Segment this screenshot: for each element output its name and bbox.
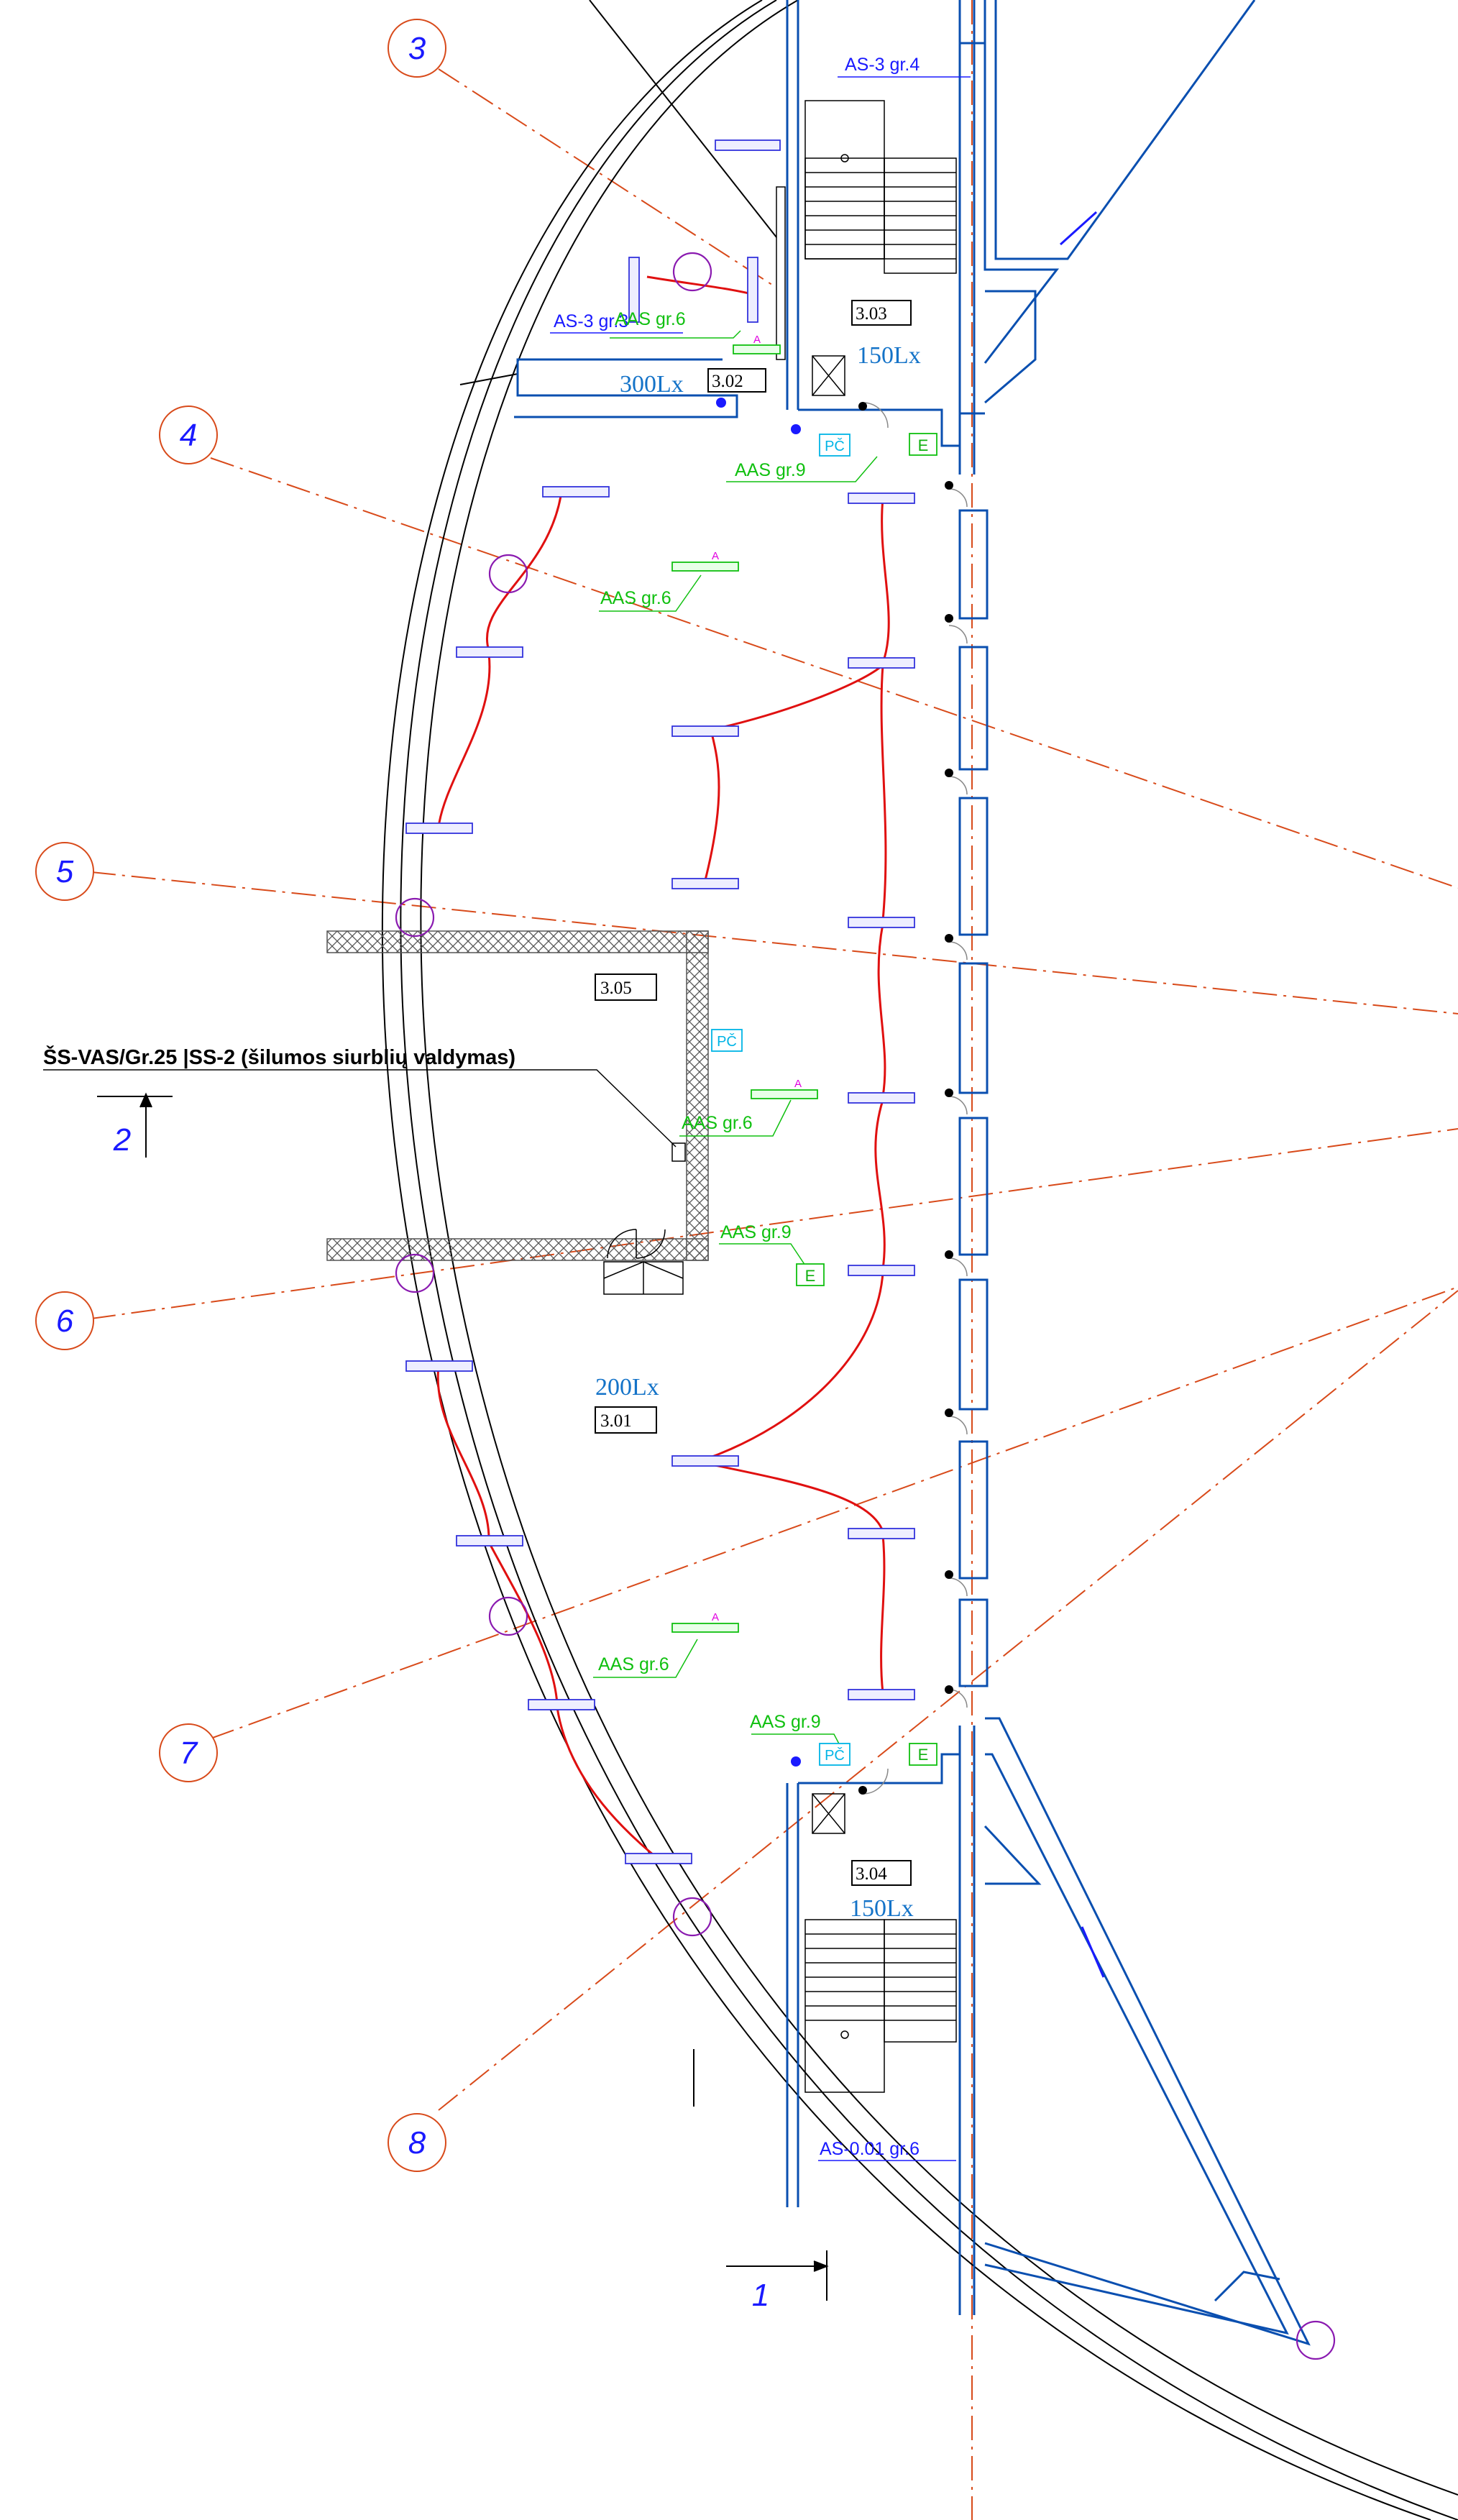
label-aas6-mid: AAS gr.6 [682,1113,753,1133]
label-aas6-lower: AAS gr.6 [598,1654,669,1674]
room-302-number: 3.02 [712,372,743,391]
lux-302: 300Lx [620,371,684,398]
pump-leader [43,1069,677,1147]
axis-8-label: 8 [408,2125,426,2161]
label-as001-gr6: AS-0.01 gr.6 [820,2139,920,2159]
lux-304: 150Lx [850,1895,914,1922]
bottom-stairs [804,1793,957,2093]
blue-outlets [716,398,801,1767]
e-marker-mid: E [805,1267,816,1285]
pc-marker-bottom: PČ [825,1747,845,1764]
emergency-fixtures [671,344,818,1633]
section-mark-1 [726,2250,829,2301]
leader-lines [593,330,878,1762]
a-marker-1: A [753,334,761,346]
axis-3-label: 3 [408,31,426,66]
label-aas9-bottom: AAS gr.9 [750,1712,821,1732]
pump-control-note: ŠS-VAS/Gr.25 |SS-2 (šilumos siurblių val… [43,1045,515,1069]
room-label-boxes [595,300,912,1886]
room-305-number: 3.05 [600,979,632,998]
axis-6-label: 6 [56,1303,74,1339]
section-1-label: 1 [752,2278,769,2313]
lux-301: 200Lx [595,1374,659,1401]
section-2-label: 2 [113,1122,131,1158]
blue-leaders [550,76,971,2161]
label-as3-gr4: AS-3 gr.4 [845,55,920,75]
labels: 3 4 5 6 7 8 2 1 3.02 3.03 3.05 3.01 3.04… [43,31,928,2313]
marker-boxes [711,433,937,1766]
pc-marker-mid: PČ [717,1033,737,1050]
circuit-lines [436,275,890,1860]
e-marker-bottom: E [918,1746,929,1764]
label-aas9-mid: AAS gr.9 [720,1222,792,1242]
lux-303: 150Lx [857,342,921,369]
a-marker-4: A [712,1611,719,1623]
room-305-walls [326,930,709,1295]
motion-sensors [395,252,1336,2360]
axis-7-label: 7 [180,1736,198,1771]
wall-mounted-units [1059,211,1105,1978]
axis-lines [91,0,1458,2520]
label-as3-gr3: AS-3 gr.3 [554,311,628,331]
a-marker-2: A [712,550,719,562]
light-fixtures [405,139,915,1864]
label-aas6-top: AAS gr.6 [615,309,686,329]
room-304-number: 3.04 [856,1864,887,1884]
pc-marker-top: PČ [825,438,845,454]
walls [514,0,1311,2346]
e-marker-top: E [918,436,929,454]
top-stairs [776,100,957,396]
room-301-number: 3.01 [600,1411,632,1431]
label-aas6-upper: AAS gr.6 [600,588,671,608]
a-marker-3: A [794,1078,802,1090]
room-303-number: 3.03 [856,304,887,324]
axis-5-label: 5 [56,854,74,889]
axis-bubbles [35,19,446,2172]
curved-facade [382,0,1458,2520]
axis-4-label: 4 [180,418,197,453]
label-aas9-top: AAS gr.9 [735,460,806,480]
door-switches [858,402,953,1795]
section-mark-2 [97,1092,173,1158]
